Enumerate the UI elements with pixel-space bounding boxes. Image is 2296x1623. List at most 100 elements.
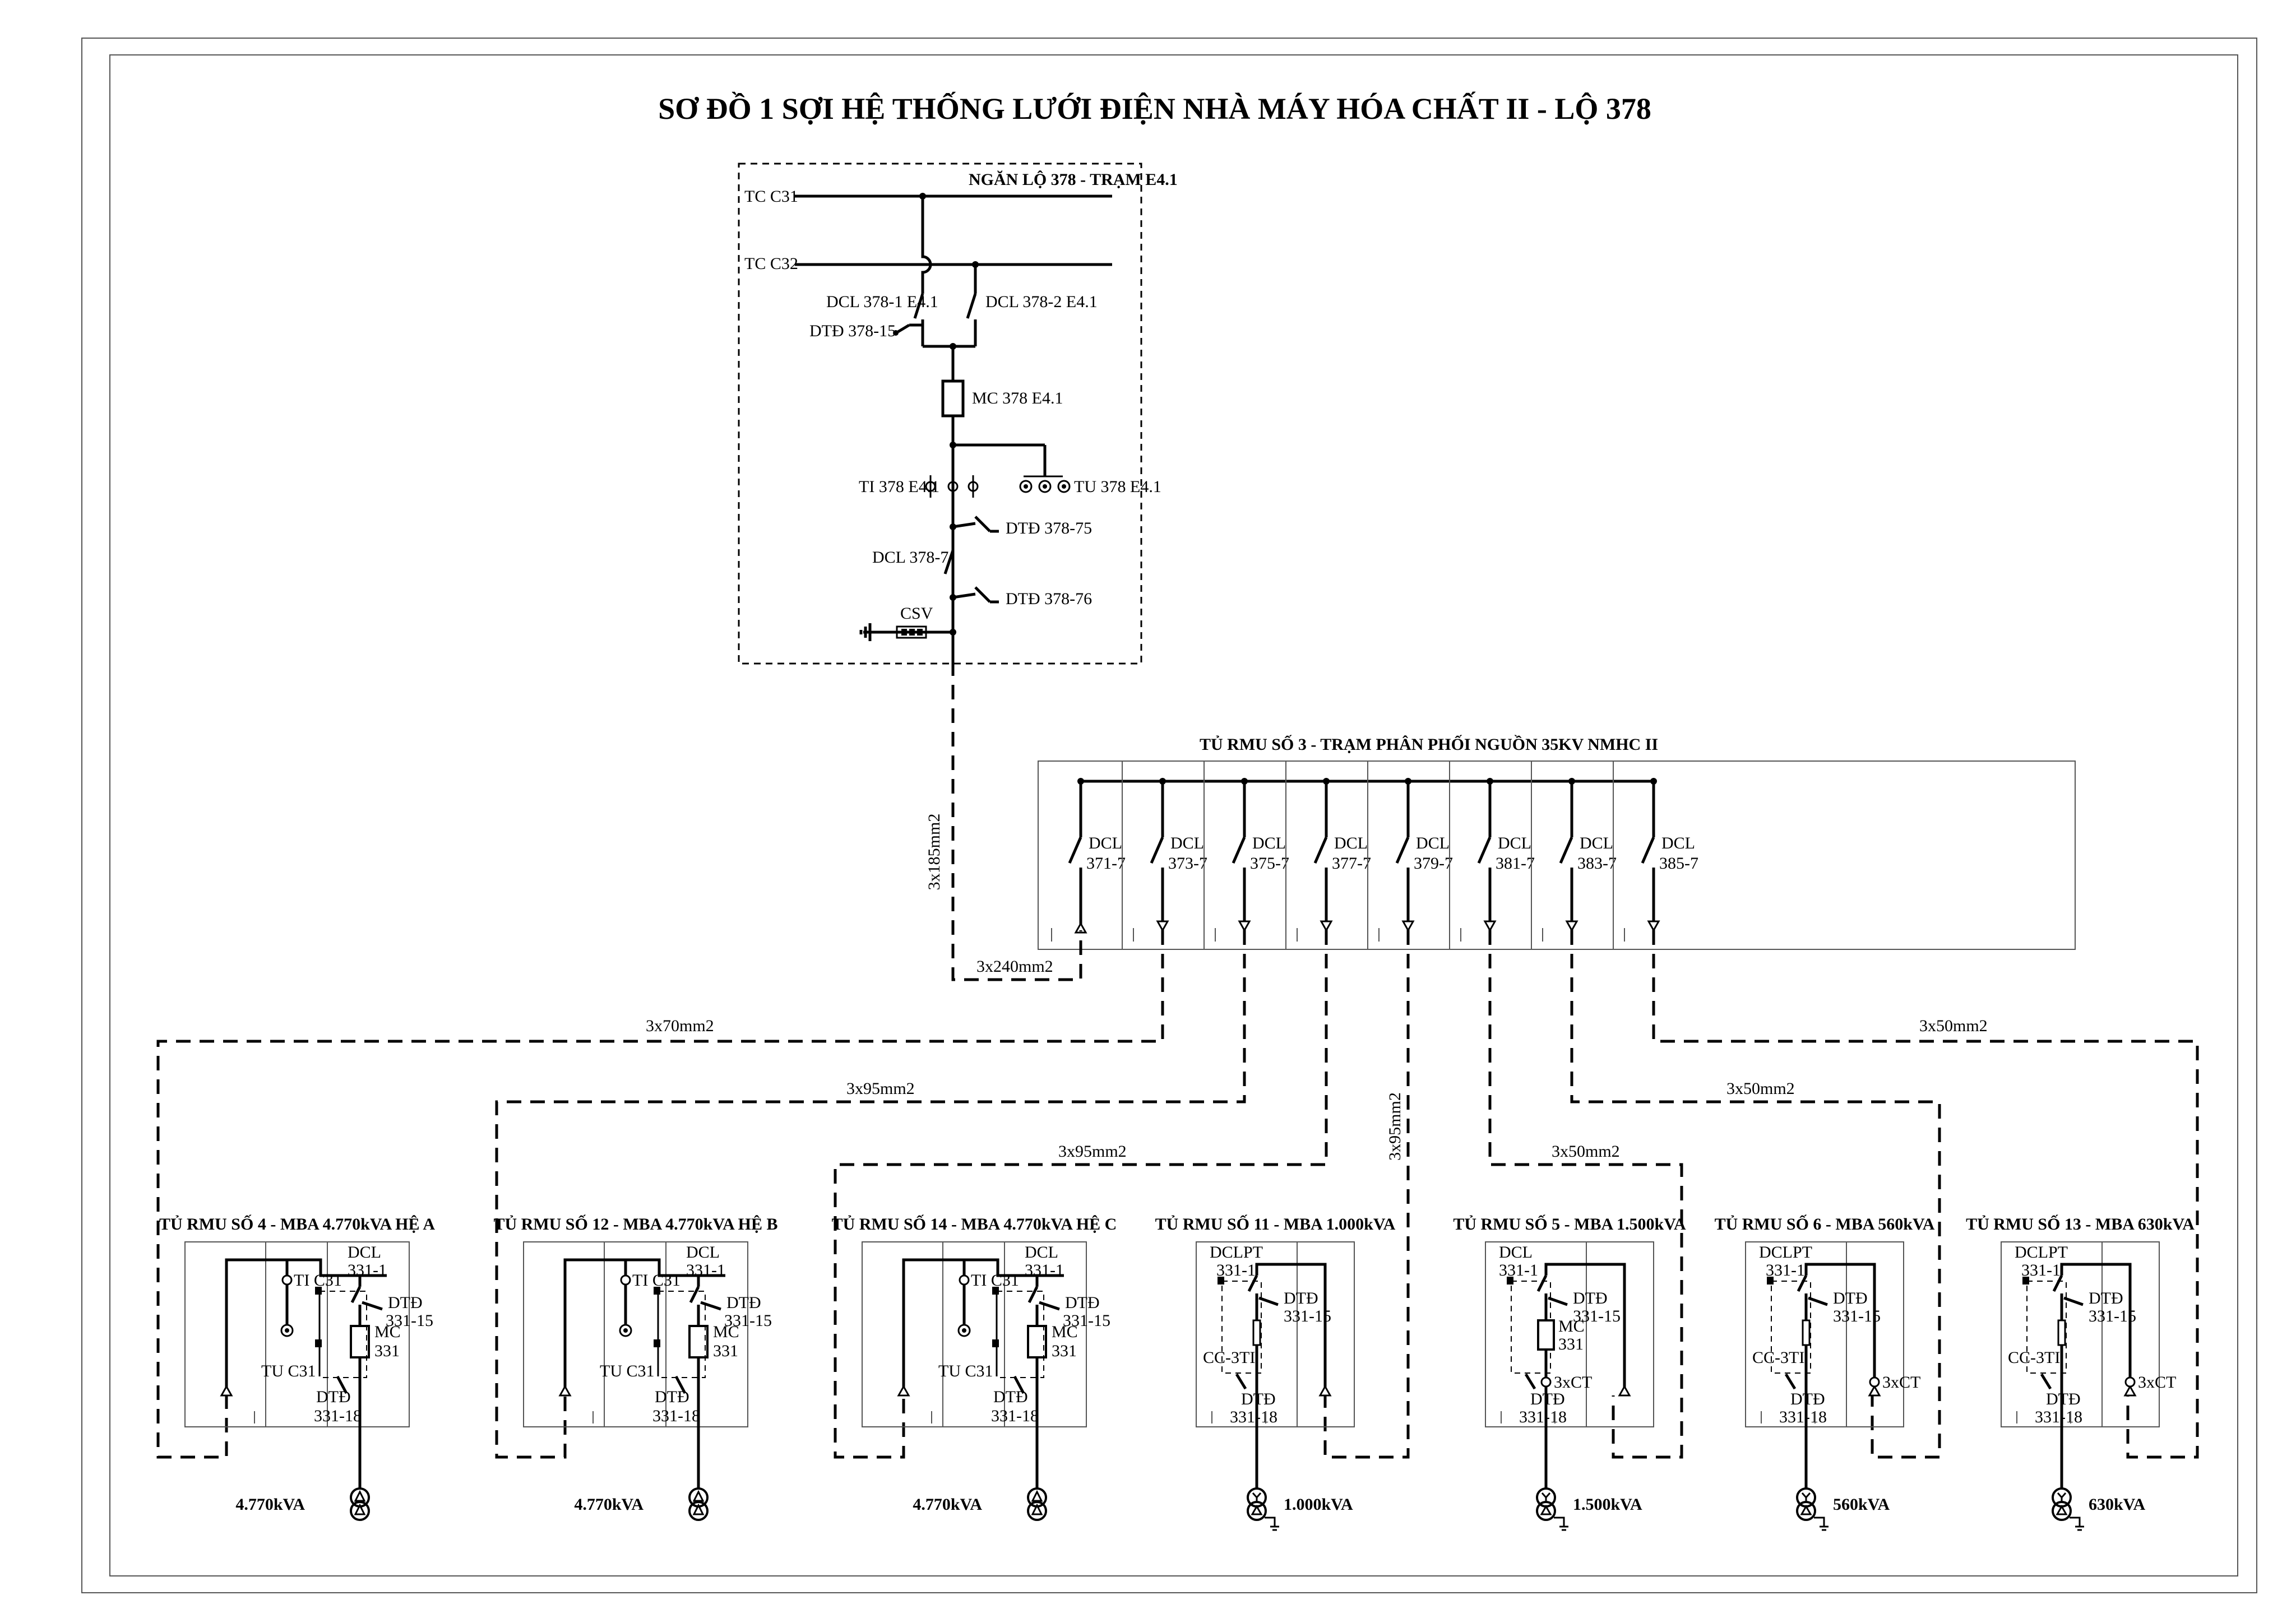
dcl-switch-373-7 <box>1150 837 1164 864</box>
mc-331-label: 331 <box>1558 1335 1584 1353</box>
dcl-label: DCL <box>686 1243 720 1262</box>
rmu-busbar <box>2060 1263 2132 1395</box>
cable-to-rmu-13 <box>1652 930 2199 1459</box>
transformer-rating: 1.000kVA <box>1284 1495 1353 1514</box>
dcl-331-1-label: 331-1 <box>686 1261 725 1279</box>
rmu-enclosure <box>184 1241 410 1427</box>
fuse-cc-3ti <box>2057 1319 2066 1346</box>
cable-240-label: 3x240mm2 <box>976 957 1053 976</box>
fuse-cc-3ti <box>1252 1319 1261 1346</box>
arrow-in-icon <box>897 1384 910 1397</box>
dtd-331-18-switch <box>336 1375 348 1394</box>
ti-c31-icon <box>281 1274 293 1286</box>
dclpt-label: DCLPT <box>2015 1243 2068 1262</box>
mc-378-breaker <box>941 379 965 418</box>
dcl-331-1-switch <box>350 1286 362 1304</box>
arrow-in-icon <box>1318 1384 1332 1397</box>
cable-to-rmu-11 <box>1323 930 1410 1459</box>
mc-label: MC <box>1558 1317 1585 1336</box>
transformer-icon <box>1796 1487 1829 1531</box>
transformer-rating: 4.770kVA <box>913 1495 982 1514</box>
dtd-331-15-switch <box>700 1301 721 1311</box>
dcl-name-383-7: DCL <box>1580 834 1613 852</box>
ct-3x-label: 3xCT <box>2138 1373 2176 1392</box>
rmu-busbar <box>225 1258 387 1395</box>
ti-c31-icon <box>959 1274 970 1286</box>
ct-3x-label: 3xCT <box>1882 1373 1920 1392</box>
rmu-busbar <box>563 1258 725 1395</box>
transformer-rating: 4.770kVA <box>235 1495 305 1514</box>
arrow-out-icon <box>1647 920 1660 933</box>
rmu-enclosure <box>862 1241 1087 1427</box>
dtd-18-label: DTĐ <box>1790 1390 1825 1408</box>
dtd-331-18-label: 331-18 <box>314 1407 362 1425</box>
dtd-331-18-switch <box>1784 1373 1797 1390</box>
dcl-code-381-7: 381-7 <box>1496 854 1535 873</box>
cable-95a-label: 3x95mm2 <box>846 1079 915 1098</box>
dcl-switch-371-7 <box>1068 837 1082 864</box>
bay-boundary <box>738 163 1142 665</box>
rmu-panel-2: TỦ RMU SỐ 12 - MBA 4.770kVA HỆ BTI C31TU… <box>493 1214 778 1521</box>
dtd-18-label: DTĐ <box>1530 1390 1565 1408</box>
dcl-switch-385-7 <box>1641 837 1655 864</box>
transformer-icon <box>1027 1487 1047 1521</box>
ti-c31-label: TI C31 <box>971 1271 1019 1290</box>
mc-331-breaker <box>1537 1319 1555 1351</box>
dtd-331-15-switch <box>1548 1296 1568 1306</box>
tu-c31-label: TU C31 <box>261 1362 316 1380</box>
dcl-331-1-switch <box>1247 1274 1258 1292</box>
rmu-panel-6: TỦ RMU SỐ 6 - MBA 560kVADCLPT331-1CC-3TI… <box>1715 1214 1935 1531</box>
ct-3x-icon <box>1540 1376 1552 1388</box>
mc-label: MC <box>1052 1323 1078 1341</box>
dtd-331-15-switch <box>1258 1296 1279 1306</box>
dcl-switch-383-7 <box>1559 837 1573 864</box>
arrow-in-icon <box>1868 1384 1881 1397</box>
cable-to-rmu-5 <box>1488 930 1683 1459</box>
cable-to-rmu-12 <box>495 930 1246 1459</box>
dtd-label: DTĐ <box>2089 1289 2123 1307</box>
arrow-out-icon <box>1320 920 1333 933</box>
dtd-331-18-switch <box>1524 1373 1536 1390</box>
arrow-in-icon <box>1074 921 1087 934</box>
dcl-331-1-label: 331-1 <box>1025 1261 1064 1279</box>
arrow-out-icon <box>1238 920 1251 933</box>
dcl-378-2-label: DCL 378-2 E4.1 <box>985 293 1098 311</box>
mc-331-breaker <box>350 1325 370 1358</box>
rmu-busbar <box>1544 1263 1626 1395</box>
dtd-label: DTĐ <box>1065 1293 1100 1312</box>
dcl-331-1-label: 331-1 <box>1216 1261 1256 1279</box>
dtd-378-15-switch <box>897 323 910 333</box>
dtd-331-18-label: 331-18 <box>1519 1408 1567 1426</box>
transformer-rating: 630kVA <box>2089 1495 2145 1514</box>
dtd-18-label: DTĐ <box>1241 1390 1276 1408</box>
rmu-panel-4: TỦ RMU SỐ 11 - MBA 1.000kVADCLPT331-1CC-… <box>1155 1214 1396 1531</box>
dcl-switch-379-7 <box>1395 837 1410 864</box>
cable-70-label: 3x70mm2 <box>646 1017 714 1035</box>
dtd-378-75-label: DTĐ 378-75 <box>1006 519 1092 537</box>
cable-185-240 <box>951 661 1082 981</box>
busbar-label-tc-c32: TC C32 <box>744 254 798 273</box>
rmu-title: TỦ RMU SỐ 12 - MBA 4.770kVA HỆ B <box>493 1214 777 1234</box>
inner-frame <box>109 54 2238 1576</box>
dtd-331-15-label: 331-15 <box>386 1311 433 1330</box>
dtd-label: DTĐ <box>726 1293 761 1312</box>
ti-378-ct-icon <box>925 475 979 498</box>
dcl-code-373-7: 373-7 <box>1168 854 1207 873</box>
rmu-3-title: TỦ RMU SỐ 3 - TRẠM PHÂN PHỐI NGUỒN 35KV … <box>1200 735 1658 754</box>
dcl-378-2 <box>966 293 977 319</box>
bay-378: NGĂN LỘ 378 - TRẠM E4.1 TC C31 TC C32 DC… <box>738 163 1178 665</box>
dcl-331-1-switch <box>2052 1274 2063 1292</box>
transformer-icon <box>1536 1487 1568 1531</box>
mc-331-label: 331 <box>374 1342 400 1360</box>
dcl-code-377-7: 377-7 <box>1332 854 1371 873</box>
rmu-enclosure <box>1196 1241 1355 1427</box>
dcl-code-371-7: 371-7 <box>1086 854 1126 873</box>
cable-95b-label: 3x95mm2 <box>1058 1142 1127 1161</box>
dcl-name-379-7: DCL <box>1416 834 1450 852</box>
branch-c31 <box>921 196 932 294</box>
arrow-in-icon <box>1618 1384 1631 1397</box>
